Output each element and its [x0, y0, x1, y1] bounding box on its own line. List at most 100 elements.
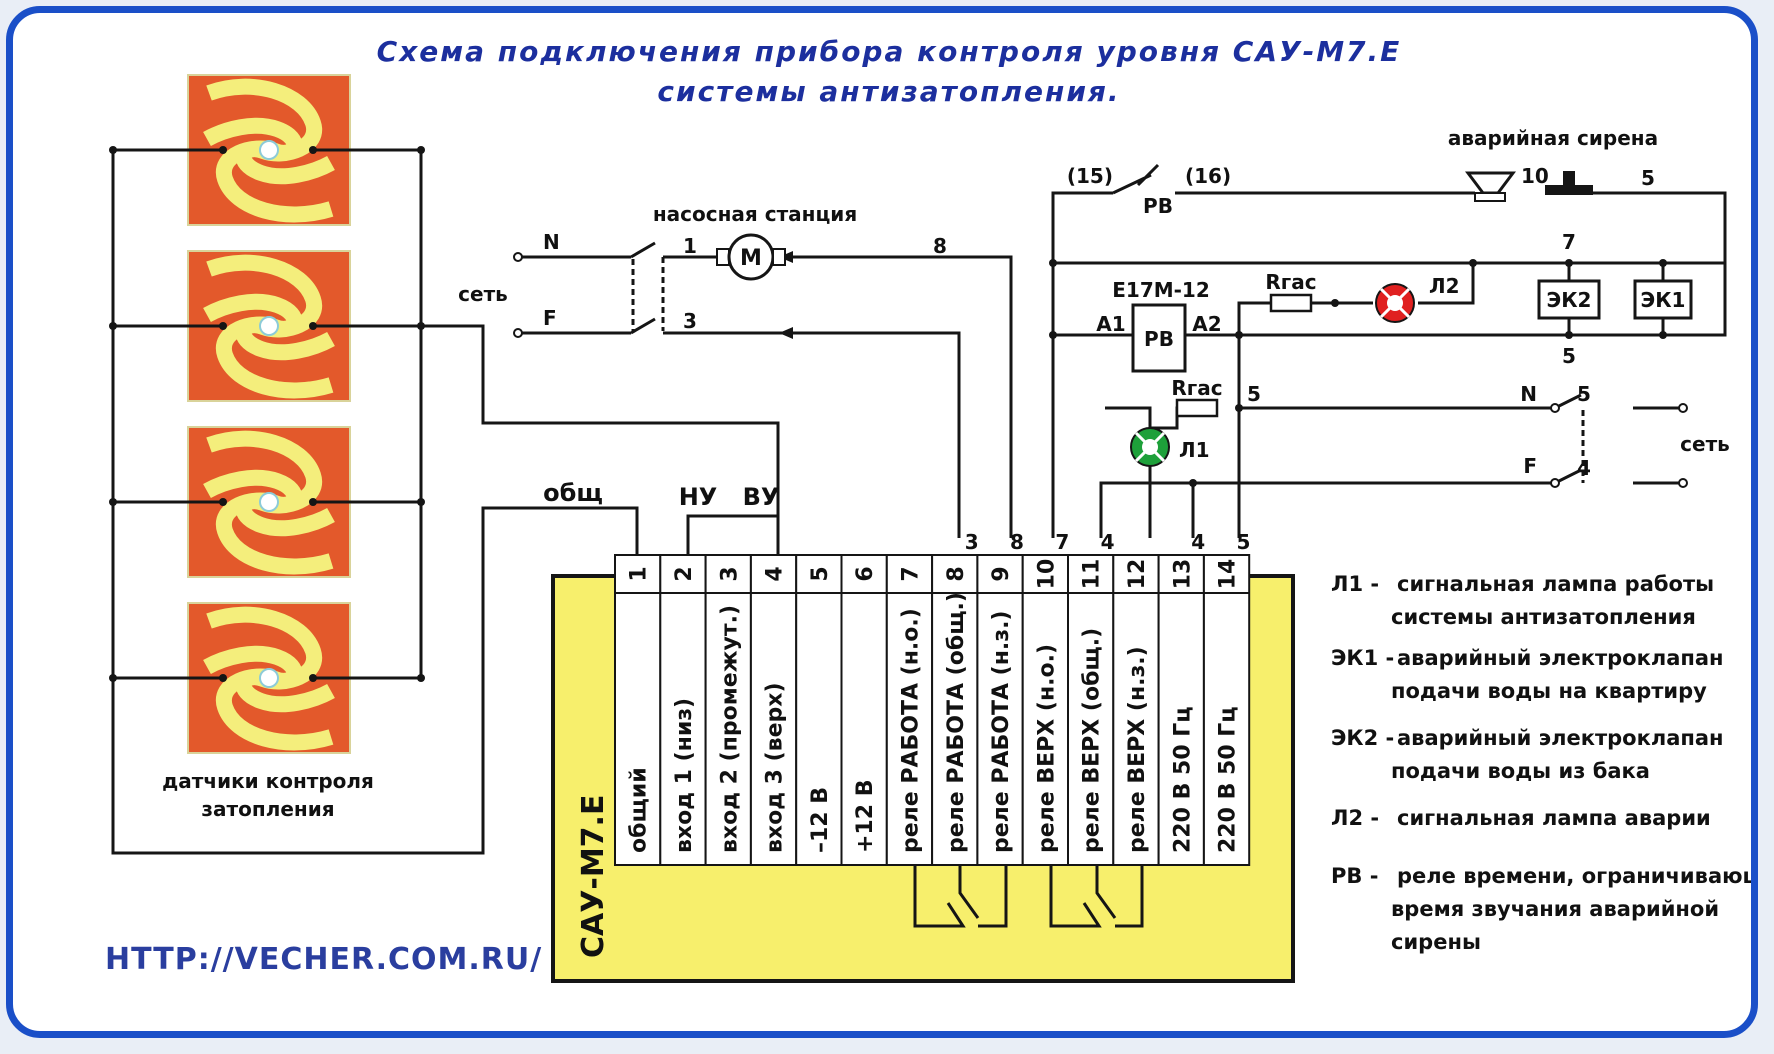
siren-wire-5: 5 [1641, 166, 1655, 190]
terminal-4 [749, 554, 798, 866]
right-n-label: N [1520, 382, 1537, 406]
terminal-wire-label: 5 [1237, 530, 1251, 554]
legend-text: реле времени, ограничивающее [1397, 864, 1758, 888]
pump-motor: М [716, 233, 786, 281]
terminal-label: вход 1 (низ) [672, 698, 697, 853]
right-wire-5: 5 [1577, 382, 1591, 406]
terminal-label: вход 3 (верх) [763, 682, 788, 853]
siren-label: аварийная сирена [1448, 126, 1658, 150]
terminal-number: 9 [989, 566, 1014, 581]
pump-wiring [518, 241, 1013, 538]
pump-f-label: F [543, 306, 557, 330]
terminal-label: реле ВЕРХ (общ.) [1080, 628, 1105, 853]
valve-ek2-label: ЭК2 [1547, 288, 1592, 312]
resistor-rgas-2-label: Rгас [1171, 376, 1222, 400]
legend-text: аварийный электроклапан [1397, 646, 1724, 670]
pump-wire-1: 1 [683, 234, 697, 258]
terminal-wire-label: 4 [1191, 530, 1205, 554]
legend-text: время звучания аварийной [1391, 897, 1719, 921]
terminal-label: –12 В [808, 787, 833, 853]
pump-mains-label: сеть [458, 282, 508, 306]
label-common: общ [543, 479, 603, 507]
time-relay-contact: (15) (16) РВ [1067, 163, 1231, 218]
terminal-number: 3 [717, 566, 742, 581]
terminal-number: 13 [1170, 559, 1195, 590]
title-line-2: системы антизатопления. [657, 75, 1120, 108]
motor-letter: М [740, 246, 762, 271]
label-nu: НУ [679, 483, 718, 511]
terminal-label: реле ВЕРХ (н.о.) [1034, 644, 1059, 853]
legend-key: ЭК2 - [1331, 726, 1394, 750]
pump-n-label: N [543, 230, 560, 254]
diagram-frame: Схема подключения прибора контроля уровн… [6, 6, 1758, 1038]
terminal-number: 1 [627, 566, 652, 581]
terminal-label: реле РАБОТА (общ.) [944, 592, 969, 853]
resistor-rgas-2 [1175, 398, 1219, 418]
wire-7-top: 7 [1562, 230, 1576, 254]
pump-station-label: насосная станция [653, 202, 857, 226]
terminal-number: 4 [763, 566, 788, 581]
sensors-label-line-1: датчики контроля [162, 769, 374, 793]
terminal-label: вход 2 (промежут.) [717, 605, 742, 853]
rv-contact-label: РВ [1143, 194, 1173, 218]
label-vu: ВУ [743, 483, 780, 511]
terminal-number: 11 [1080, 559, 1105, 590]
terminal-5 [795, 554, 843, 866]
terminal-1 [614, 554, 662, 866]
legend-key: ЭК1 - [1331, 646, 1394, 670]
valve-ek1-label: ЭК1 [1641, 288, 1686, 312]
terminal-label: 220 В 50 Гц [1170, 706, 1195, 853]
terminal-8 [931, 554, 979, 866]
pump-wire-8: 8 [933, 234, 947, 258]
legend-text: сирены [1391, 930, 1481, 954]
unit-name: САУ-М7.Е [576, 795, 611, 958]
terminal-number: 12 [1125, 559, 1150, 590]
right-wire-4: 4 [1577, 456, 1591, 480]
lamp-l1-label: Л1 [1179, 438, 1210, 462]
lamp-l2-label: Л2 [1429, 274, 1460, 298]
terminal-wire-labels: 3 8 7 4 4 5 [965, 530, 1251, 554]
terminal-wire-label: 3 [965, 530, 979, 554]
title-line-1: Схема подключения прибора контроля уровн… [377, 35, 1402, 68]
relay-a1-label: A1 [1096, 312, 1125, 336]
terminal-wire-label: 4 [1101, 530, 1115, 554]
legend-text: сигнальная лампа работы [1397, 572, 1714, 596]
terminal-wire-label: 8 [1010, 530, 1024, 554]
pump-wire-3: 3 [683, 309, 697, 333]
relay-model-label: E17M-12 [1112, 278, 1210, 302]
terminal-7 [885, 554, 934, 866]
site-url: HTTP://VECHER.COM.RU/ [105, 942, 542, 977]
wiring-diagram: Схема подключения прибора контроля уровн… [105, 35, 1758, 983]
emergency-siren [1465, 171, 1593, 202]
legend-text: подачи воды из бака [1391, 759, 1650, 783]
valve-ek1: ЭК1 [1633, 279, 1693, 320]
legend-text: подачи воды на квартиру [1391, 679, 1707, 703]
terminal-label: реле ВЕРХ (н.з.) [1125, 646, 1150, 853]
legend-key: Л1 - [1331, 572, 1379, 596]
legend-text: аварийный электроклапан [1397, 726, 1724, 750]
terminal-14 [1202, 554, 1251, 866]
terminal-number: 7 [898, 566, 923, 581]
terminal-label: +12 В [853, 780, 878, 853]
wire-5-mid: 5 [1562, 344, 1576, 368]
legend-key: РВ - [1331, 864, 1378, 888]
lamp-l1 [1130, 427, 1170, 467]
terminal-wire-label: 7 [1055, 530, 1069, 554]
terminal-number: 10 [1034, 559, 1059, 590]
terminal-number: 2 [672, 566, 697, 581]
terminal-number: 5 [808, 566, 833, 581]
legend-text: сигнальная лампа аварии [1397, 806, 1711, 830]
valve-ek2: ЭК2 [1537, 279, 1601, 320]
resistor-rgas-1 [1269, 293, 1313, 313]
relay-contacts-bottom [913, 865, 1144, 928]
terminal-12 [1112, 554, 1160, 866]
terminal-number: 8 [944, 566, 969, 581]
alarm-nodes [1049, 259, 1688, 488]
time-relay-e17m: РВ [1131, 303, 1239, 373]
terminal-number: 14 [1216, 559, 1241, 590]
siren-wire-10: 10 [1521, 164, 1549, 188]
right-mains-label: сеть [1680, 432, 1730, 456]
relay-a2-label: A2 [1192, 312, 1221, 336]
